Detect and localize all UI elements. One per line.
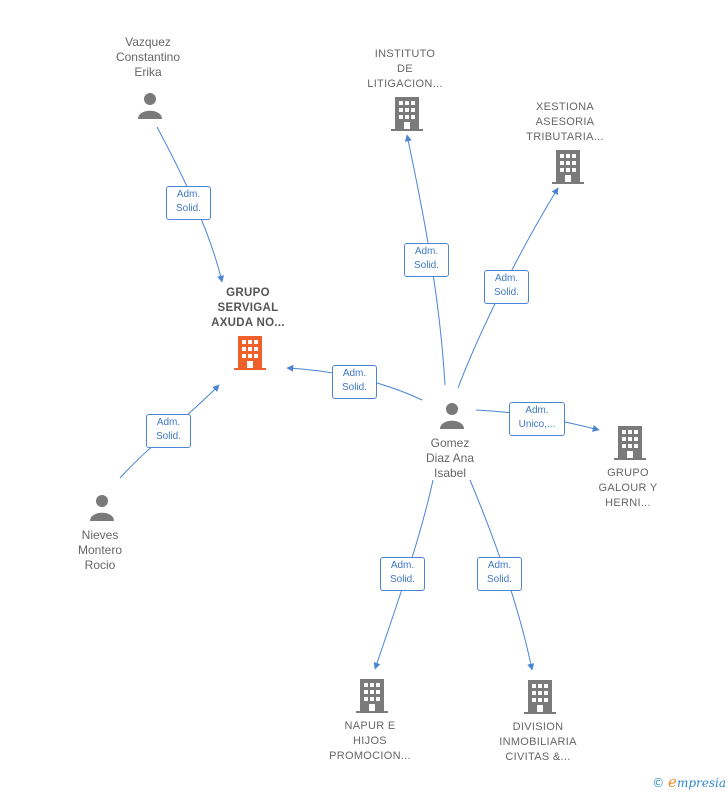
empresia-logo[interactable]: © empresia bbox=[652, 773, 726, 791]
building-icon[interactable] bbox=[391, 97, 423, 131]
edge-badge-gomez-xestiona[interactable]: Adm. Solid. bbox=[484, 270, 529, 304]
node-label-instituto[interactable]: INSTITUTO DE LITIGACION... bbox=[367, 48, 443, 90]
building-icon[interactable] bbox=[552, 150, 584, 184]
edge-badge-gomez-napur[interactable]: Adm. Solid. bbox=[380, 557, 425, 591]
person-icon[interactable] bbox=[438, 401, 466, 429]
node-label-gomez[interactable]: Gomez Diaz Ana Isabel bbox=[425, 436, 475, 480]
edge-badge-gomez-division[interactable]: Adm. Solid. bbox=[477, 557, 522, 591]
copyright-symbol: © bbox=[652, 776, 665, 790]
edge-badge-gomez-galour[interactable]: Adm. Unico,... bbox=[509, 402, 565, 436]
edge-badge-gomez-instituto[interactable]: Adm. Solid. bbox=[404, 243, 449, 277]
building-icon[interactable] bbox=[234, 336, 266, 370]
building-icon[interactable] bbox=[614, 426, 646, 460]
node-label-grupo-servigal[interactable]: GRUPO SERVIGAL AXUDA NO... bbox=[211, 287, 285, 329]
node-label-xestiona[interactable]: XESTIONA ASESORIA TRIBUTARIA... bbox=[526, 101, 604, 143]
node-label-vazquez[interactable]: Vazquez Constantino Erika bbox=[115, 35, 181, 79]
edge-badge-nieves-servigal[interactable]: Adm. Solid. bbox=[146, 414, 191, 448]
brand-initial: e bbox=[668, 773, 677, 791]
node-label-nieves[interactable]: Nieves Montero Rocio bbox=[77, 528, 123, 572]
building-icon[interactable] bbox=[356, 679, 388, 713]
edge-badge-vazquez-servigal[interactable]: Adm. Solid. bbox=[166, 186, 211, 220]
brand-name: mpresia bbox=[676, 776, 726, 790]
person-icon[interactable] bbox=[136, 91, 164, 119]
node-label-grupo-galour[interactable]: GRUPO GALOUR Y HERNI... bbox=[598, 467, 658, 509]
node-label-napur[interactable]: NAPUR E HIJOS PROMOCION... bbox=[329, 720, 411, 762]
edge-badge-gomez-servigal[interactable]: Adm. Solid. bbox=[332, 365, 377, 399]
building-icon[interactable] bbox=[524, 680, 556, 714]
person-icon[interactable] bbox=[88, 493, 116, 521]
node-label-division[interactable]: DIVISION INMOBILIARIA CIVITAS &... bbox=[499, 721, 577, 763]
